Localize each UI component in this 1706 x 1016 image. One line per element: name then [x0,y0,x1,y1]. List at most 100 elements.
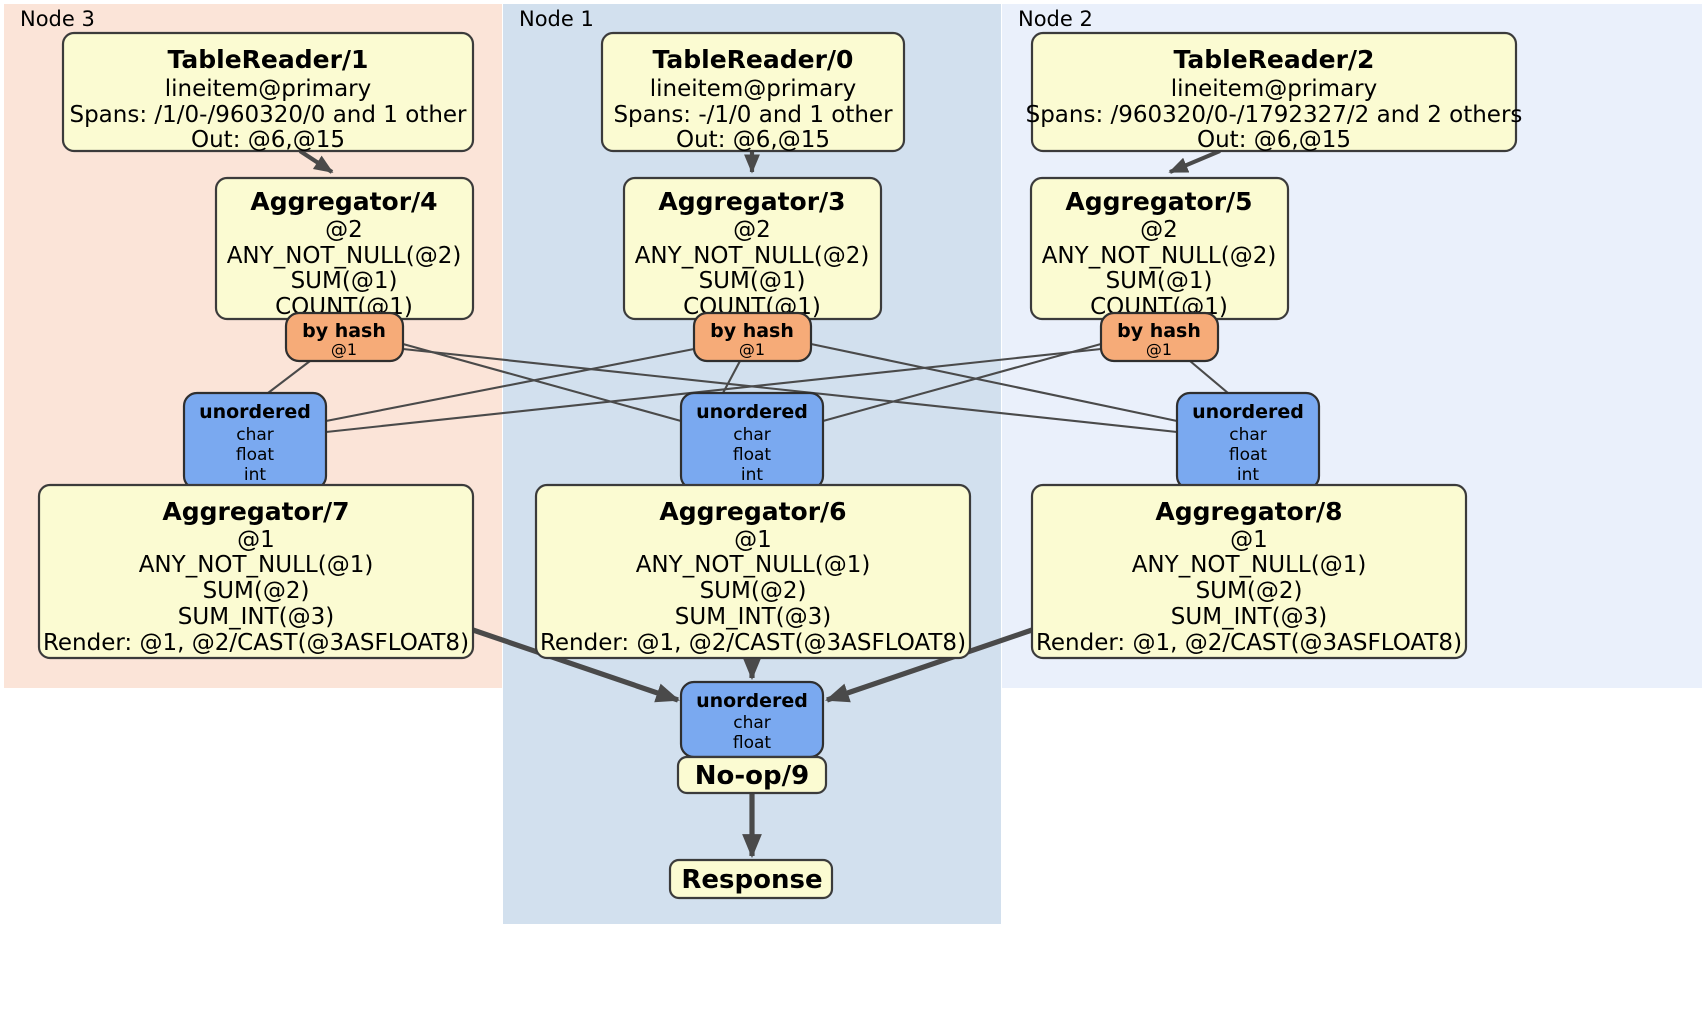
hash-router-byhash3[interactable]: by hash @1 [692,311,813,363]
response-box[interactable] [668,858,834,900]
tablereader0-box[interactable] [600,31,906,153]
unordered9-title: unordered [696,690,808,712]
tablereader2-line-1: Spans: /960320/0-/1792327/2 and 2 others [1026,102,1523,128]
aggregator5-title: Aggregator/5 [1065,187,1252,216]
byhash4-title: by hash [302,320,386,342]
hash-router-byhash5[interactable]: by hash @1 [1099,311,1220,363]
unordered8-title: unordered [1192,401,1304,423]
edge-byhash5-unordered6 [822,342,1102,423]
processor-aggregator6[interactable]: Aggregator/6 @1 ANY_NOT_NULL(@1) SUM(@2)… [534,483,972,660]
edge-tr2-agg5 [1168,149,1221,174]
tablereader1-title: TableReader/1 [168,45,369,74]
noop9-title: No-op/9 [695,761,809,791]
edge-byhash5-unordered8 [1189,360,1229,394]
aggregator6-line-4: Render: @1, @2/CAST(@3ASFLOAT8) [540,630,966,656]
aggregator7-line-2: SUM(@2) [203,578,310,604]
hash-router-byhash4[interactable]: by hash @1 [284,311,405,363]
edge-agg8-unordered9 [825,627,1033,703]
aggregator5-line-0: @2 [1140,217,1178,243]
processor-response[interactable]: Response [668,858,834,900]
unordered-router-7[interactable]: unordered char float int [182,391,328,491]
aggregator4-line-2: SUM(@1) [291,268,398,294]
processor-aggregator4[interactable]: Aggregator/4 @2 ANY_NOT_NULL(@2) SUM(@1)… [214,176,475,321]
processor-aggregator5[interactable]: Aggregator/5 @2 ANY_NOT_NULL(@2) SUM(@1)… [1029,176,1290,321]
byhash3-title: by hash [710,320,794,342]
tablereader0-line-0: lineitem@primary [650,76,856,102]
processor-noop9[interactable]: No-op/9 [676,755,828,795]
aggregator6-line-1: ANY_NOT_NULL(@1) [636,552,871,578]
aggregator7-line-4: Render: @1, @2/CAST(@3ASFLOAT8) [43,630,469,656]
unordered-router-8[interactable]: unordered char float int [1175,391,1321,491]
aggregator6-box[interactable] [534,483,972,660]
unordered7-title: unordered [199,401,311,423]
unordered-router-9[interactable]: unordered char float [679,680,825,759]
byhash4-box[interactable] [284,311,405,363]
aggregator3-line-1: ANY_NOT_NULL(@2) [635,243,870,269]
tablereader1-line-0: lineitem@primary [165,76,371,102]
aggregator8-line-2: SUM(@2) [1196,578,1303,604]
hash-routers: by hash @1 by hash @1 by hash @1 [284,311,1220,363]
processor-aggregator7[interactable]: Aggregator/7 @1 ANY_NOT_NULL(@1) SUM(@2)… [37,483,475,660]
unordered7-line-0: char [236,425,274,445]
edge-byhash5-unordered7 [325,347,1102,434]
tablereader2-line-2: Out: @6,@15 [1197,127,1351,153]
unordered6-line-0: char [733,425,771,445]
edge-byhash4-unordered7 [267,360,311,394]
unordered7-line-1: float [236,445,275,465]
byhash3-line: @1 [739,340,765,359]
aggregator7-box[interactable] [37,483,475,660]
edge-byhash3-unordered8 [810,342,1178,423]
tablereader1-line-2: Out: @6,@15 [191,127,345,153]
processor-aggregator3[interactable]: Aggregator/3 @2 ANY_NOT_NULL(@2) SUM(@1)… [622,176,883,321]
tablereader2-box[interactable] [1030,31,1518,153]
processor-tablereader2[interactable]: TableReader/2 lineitem@primary Spans: /9… [1026,31,1523,153]
edges-final-aggregators [472,627,1033,703]
aggregator8-box[interactable] [1030,483,1468,660]
aggregator8-line-3: SUM_INT(@3) [1171,604,1327,630]
tablereader1-box[interactable] [61,31,475,153]
unordered6-line-1: float [733,445,772,465]
aggregator6-line-0: @1 [734,527,772,553]
tablereader0-line-1: Spans: -/1/0 and 1 other [613,102,893,128]
aggregator3-line-0: @2 [733,217,771,243]
processor-aggregator8[interactable]: Aggregator/8 @1 ANY_NOT_NULL(@1) SUM(@2)… [1030,483,1468,660]
unordered-routers: unordered char float int unordered char … [182,391,1321,491]
aggregator3-title: Aggregator/3 [658,187,845,216]
aggregator4-title: Aggregator/4 [250,187,437,216]
aggregator8-line-0: @1 [1230,527,1268,553]
tablereader2-title: TableReader/2 [1174,45,1375,74]
unordered-router-6[interactable]: unordered char float int [679,391,825,491]
processor-tablereader0[interactable]: TableReader/0 lineitem@primary Spans: -/… [600,31,906,153]
panel-node1-label: Node 1 [519,7,594,31]
byhash5-box[interactable] [1099,311,1220,363]
aggregator5-line-1: ANY_NOT_NULL(@2) [1042,243,1277,269]
aggregator7-line-3: SUM_INT(@3) [178,604,334,630]
aggregator6-line-3: SUM_INT(@3) [675,604,831,630]
edge-byhash4-unordered8 [402,347,1178,434]
noop9-box[interactable] [676,755,828,795]
processor-boxes: TableReader/1 lineitem@primary Spans: /1… [61,31,1523,321]
aggregator4-line-0: @2 [325,217,363,243]
aggregator6-title: Aggregator/6 [659,497,846,526]
processor-tablereader1[interactable]: TableReader/1 lineitem@primary Spans: /1… [61,31,475,153]
panel-node2-label: Node 2 [1018,7,1093,31]
byhash4-line: @1 [331,340,357,359]
response-title: Response [681,865,822,895]
aggregator8-title: Aggregator/8 [1155,497,1342,526]
unordered9-line-0: char [733,713,771,733]
unordered6-line-2: int [741,465,763,485]
edge-tr1-agg4 [298,149,334,174]
aggregator8-line-1: ANY_NOT_NULL(@1) [1132,552,1367,578]
byhash3-box[interactable] [692,311,813,363]
edge-agg7-unordered9 [472,627,680,703]
tablereader0-line-2: Out: @6,@15 [676,127,830,153]
tablereader0-title: TableReader/0 [653,45,854,74]
edges-hash-to-unordered [267,342,1229,434]
byhash5-title: by hash [1117,320,1201,342]
final-aggregator-boxes: Aggregator/7 @1 ANY_NOT_NULL(@1) SUM(@2)… [37,483,1468,660]
unordered8-line-0: char [1229,425,1267,445]
edges-reader-to-aggregator [298,149,1221,174]
tablereader1-line-1: Spans: /1/0-/960320/0 and 1 other [69,102,467,128]
